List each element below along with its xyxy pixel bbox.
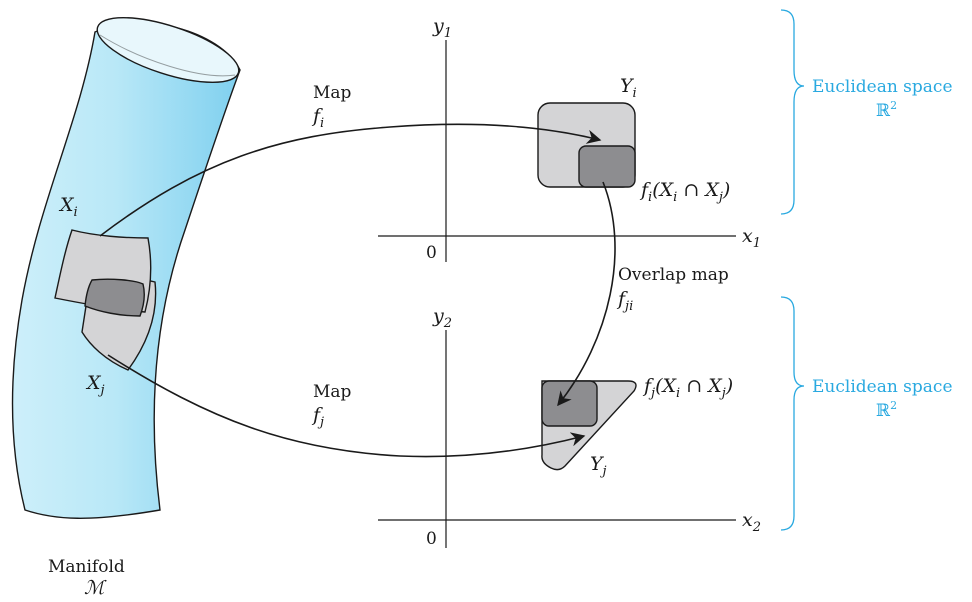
region-yi [538, 103, 635, 187]
map-fj-arrow [108, 355, 584, 457]
plane-bottom-x-axis-label: x2 [742, 509, 761, 535]
overlap-map-arrow [558, 182, 615, 405]
euclid-top-line1: Euclidean space [812, 77, 953, 97]
euclid-top-line2: ℝ2 [876, 99, 897, 121]
euclid-bottom-line1: Euclidean space [812, 377, 953, 397]
region-yi-label: Yi [620, 75, 637, 101]
plane-bottom-origin: 0 [426, 529, 437, 549]
euclid-bottom-line2: ℝ2 [876, 399, 897, 421]
map-bottom-word: Map [313, 382, 352, 402]
overlap-fn: fji [616, 288, 633, 314]
brace-bottom [781, 297, 804, 530]
plane-top-origin: 0 [426, 243, 437, 263]
manifold-label: Manifold [48, 557, 125, 577]
manifold-symbol: ℳ [84, 577, 107, 599]
overlap-word: Overlap map [618, 265, 729, 285]
image-top-label: fi(Xi ∩ Xj) [639, 179, 730, 205]
map-top-word: Map [313, 83, 352, 103]
plane-top-x-axis-label: x1 [742, 225, 761, 251]
image-bottom-label: fj(Xi ∩ Xj) [642, 375, 733, 401]
region-yj-label: Yj [590, 453, 607, 479]
plane-top-y-axis-label: y1 [432, 15, 452, 41]
map-top-fn: fi [311, 105, 324, 131]
region-yj [542, 381, 636, 470]
brace-top [781, 10, 804, 214]
plane-bottom-y-axis-label: y2 [432, 305, 452, 331]
map-bottom-fn: fj [311, 404, 324, 430]
